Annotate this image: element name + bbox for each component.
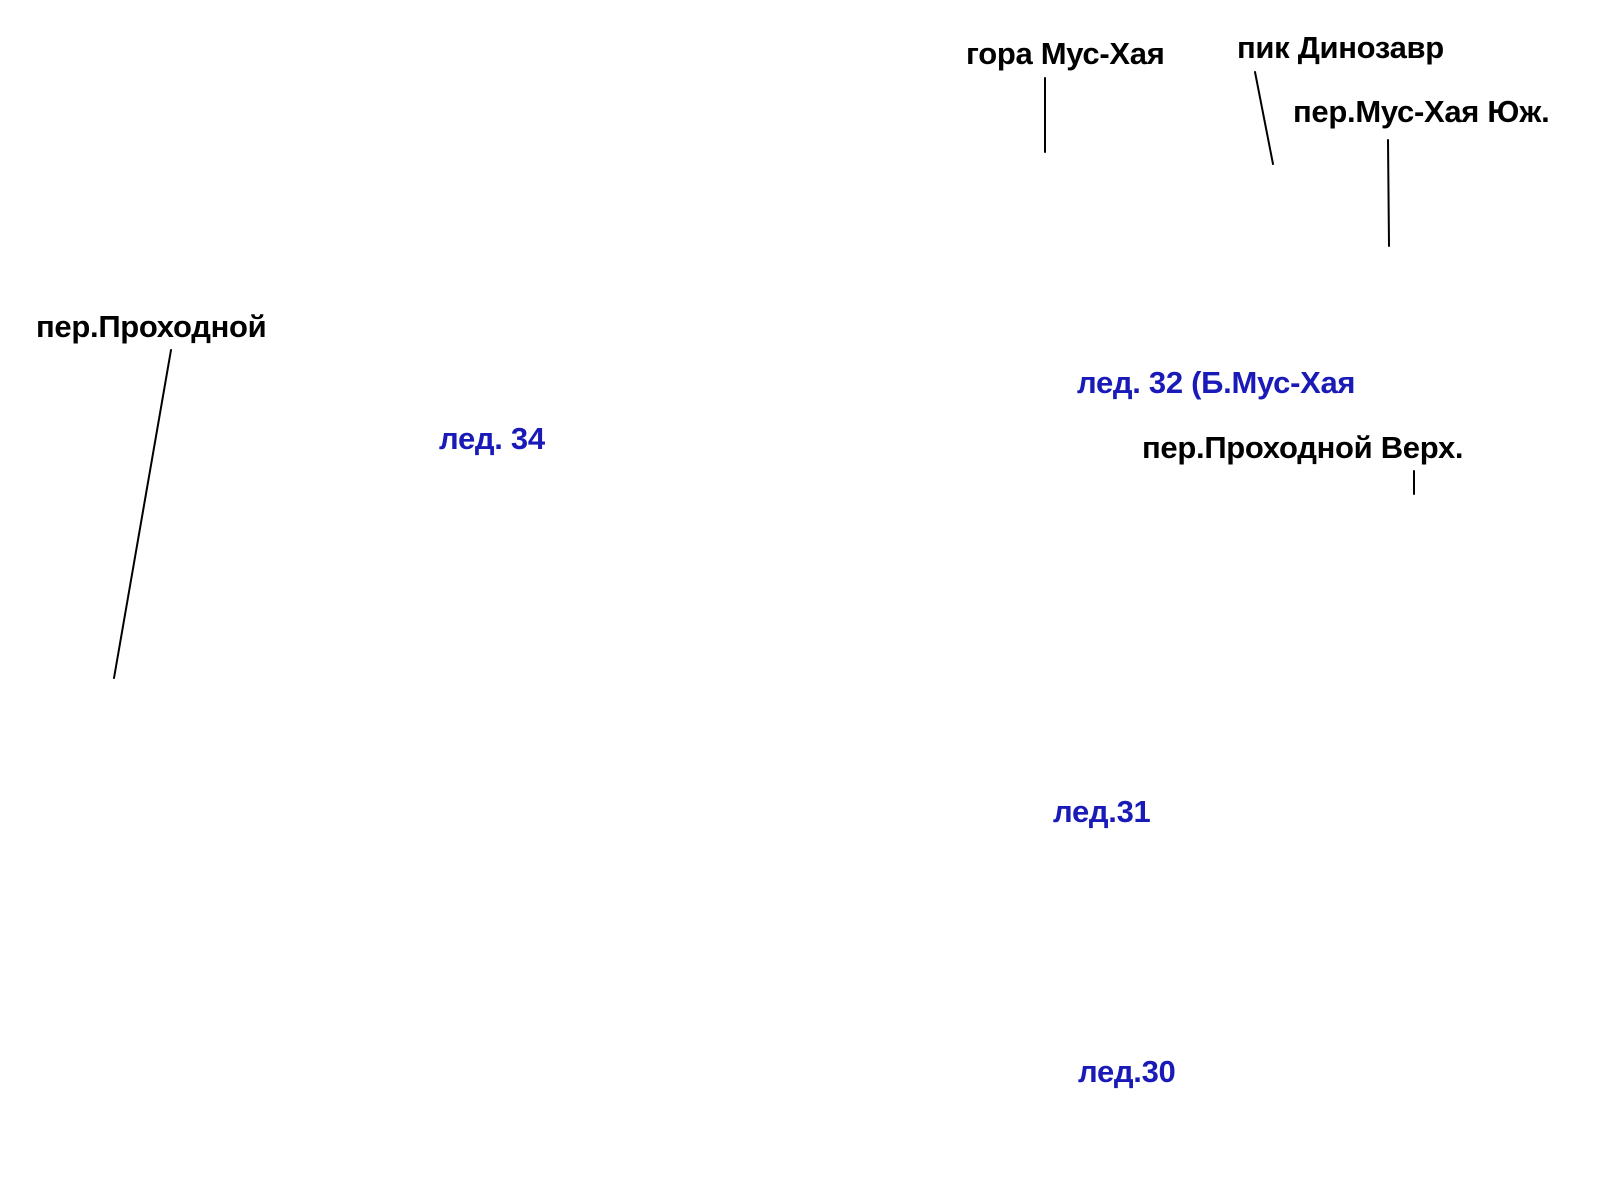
- label-pass-mus-khaya-south: пер.Мус-Хая Юж.: [1293, 94, 1550, 129]
- label-glacier-34: лед. 34: [439, 421, 545, 456]
- label-glacier-31: лед.31: [1053, 794, 1151, 829]
- label-peak-dinosaur: пик Динозавр: [1237, 30, 1444, 65]
- label-glacier-30: лед.30: [1078, 1054, 1176, 1089]
- leader-line-pass-prokhodnoy: [113, 349, 172, 679]
- label-pass-prokhodnoy-upper: пер.Проходной Верх.: [1142, 430, 1464, 465]
- label-glacier-32: лед. 32 (Б.Мус-Хая: [1077, 365, 1356, 400]
- leader-line-pass-mus-khaya-south: [1387, 139, 1390, 247]
- label-mount-mus-khaya: гора Мус-Хая: [966, 36, 1165, 71]
- label-pass-prokhodnoy: пер.Проходной: [36, 309, 267, 344]
- leader-line-peak-dinosaur: [1254, 71, 1274, 165]
